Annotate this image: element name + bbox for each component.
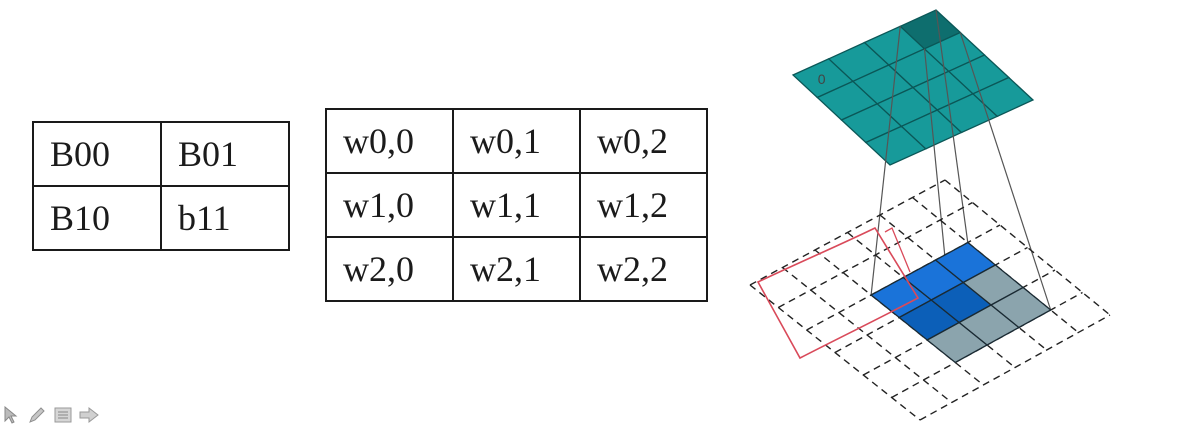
matrix-w-cell: w1,1 (452, 172, 581, 238)
matrix-w-cell: w0,2 (579, 108, 708, 174)
matrix-w-table: w0,0 w0,1 w0,2 w1,0 w1,1 w1,2 w2,0 w2,1 … (325, 108, 708, 302)
table-row: B10 b11 (32, 185, 290, 251)
kernel-window (869, 241, 1052, 364)
input-grid-line (778, 201, 973, 309)
menu-icon[interactable] (52, 404, 74, 426)
table-row: w0,0 w0,1 w0,2 (325, 108, 708, 174)
annotation-stroke (884, 227, 911, 273)
output-feature-map: 0 (791, 9, 1035, 166)
matrix-w-cell: w0,0 (325, 108, 454, 174)
table-row: w2,0 w2,1 w2,2 (325, 236, 708, 302)
matrix-w-cell: w0,1 (452, 108, 581, 174)
output-annotation-mark: 0 (818, 71, 826, 87)
matrix-b-cell: B00 (32, 121, 162, 187)
matrix-w-cell: w2,2 (579, 236, 708, 302)
matrix-b-table: B00 B01 B10 b11 (32, 121, 290, 251)
presentation-toolbar (0, 402, 100, 427)
matrix-w-cell: w2,1 (452, 236, 581, 302)
matrix-b-cell: B01 (160, 121, 290, 187)
matrix-w-cell: w1,0 (325, 172, 454, 238)
pointer-icon[interactable] (0, 404, 22, 426)
table-row: w1,0 w1,1 w1,2 (325, 172, 708, 238)
matrix-b-cell: b11 (160, 185, 290, 251)
convolution-diagram: 0 (749, 9, 1111, 421)
matrix-b-cell: B10 (32, 185, 162, 251)
input-grid-line (919, 314, 1111, 421)
projection-line (935, 9, 969, 243)
output-cell (971, 76, 1035, 118)
next-arrow-icon[interactable] (78, 404, 100, 426)
kernel-cell (989, 286, 1052, 329)
pen-icon[interactable] (26, 404, 48, 426)
table-row: B00 B01 (32, 121, 290, 187)
projection-line (959, 32, 1052, 311)
annotation-outline (756, 226, 920, 360)
hand-annotation (756, 226, 920, 360)
projection-line (870, 26, 901, 296)
matrix-w-cell: w2,0 (325, 236, 454, 302)
matrix-w-cell: w1,2 (579, 172, 708, 238)
